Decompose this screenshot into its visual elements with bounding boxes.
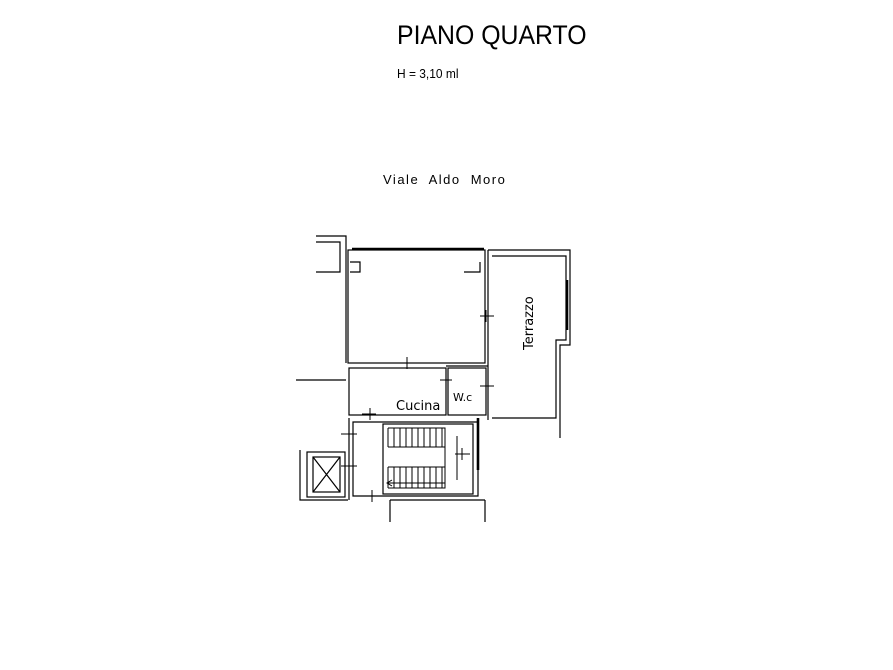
room-label-terrace: Terrazzo — [522, 296, 537, 351]
room-label-kitchen: Cucina — [396, 399, 440, 414]
walls — [296, 235, 571, 522]
street-label: Viale Aldo Moro — [383, 172, 507, 187]
floor-title: PIANO QUARTO — [397, 20, 587, 50]
door-marks — [341, 310, 494, 502]
ceiling-height-note: H = 3,10 ml — [397, 66, 459, 81]
room-label-wc: W.c — [453, 391, 472, 404]
